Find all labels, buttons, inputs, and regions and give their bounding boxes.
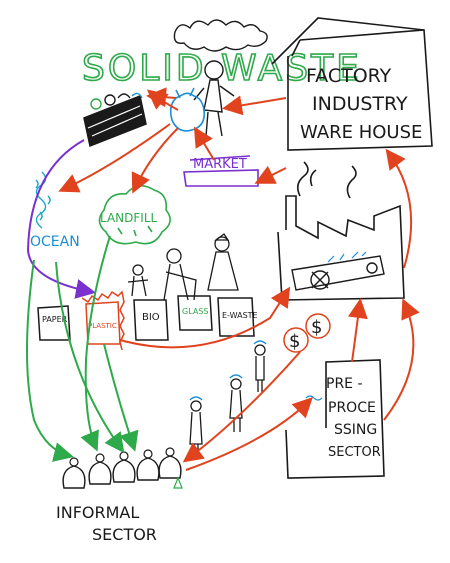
- conveyor-items: [327, 251, 367, 263]
- picker-heads: [69, 447, 175, 467]
- arrow-informal-to-preproc: [185, 397, 313, 471]
- red-flow-arrows: [58, 87, 420, 471]
- informal-sector-line-2: SECTOR: [92, 525, 157, 544]
- arrow-bag-to-landfill: [131, 127, 179, 194]
- arrow-coin-to-informal: [182, 351, 301, 463]
- market-sign: [183, 155, 259, 187]
- dollar-sign-2: $: [311, 317, 322, 338]
- arrow-preproc-to-factory: [347, 298, 368, 363]
- factory-warehouse-box: [271, 17, 433, 151]
- bin-glass: [177, 295, 213, 331]
- conveyor-belt: [291, 255, 385, 291]
- factory-building: [277, 161, 405, 301]
- arrow-bins-to-informal: [103, 343, 139, 452]
- cloud-scribble: [173, 19, 268, 52]
- title-text: SOLID WASTE: [82, 48, 362, 89]
- person-with-bag-figure: [193, 60, 235, 137]
- trash-bin-icon: [83, 92, 147, 148]
- preprocessing-line-2: PROCE: [328, 400, 376, 416]
- preprocessing-line-3: SSING: [334, 422, 377, 438]
- people-group-figures: [127, 233, 239, 301]
- preprocessing-scribble: [305, 395, 323, 401]
- preprocessing-line-4: SECTOR: [328, 445, 381, 460]
- worker-hats: [189, 340, 267, 401]
- arrow-ocean-to-informal-b: [55, 261, 125, 454]
- factory-line-3: WARE HOUSE: [300, 122, 422, 143]
- arrow-ocean-to-informal-a: [26, 259, 74, 462]
- arrow-landfill-to-informal: [80, 235, 111, 452]
- arrow-factory-loop: [385, 148, 413, 269]
- bin-bio: [133, 299, 169, 341]
- dollar-coins: [283, 313, 331, 353]
- ocean-label: OCEAN: [30, 234, 80, 250]
- factory-line-2: INDUSTRY: [312, 93, 408, 115]
- informal-sector-line-1: INFORMAL: [56, 503, 139, 522]
- arrow-bag-to-bin: [146, 89, 179, 111]
- arrow-preproc-to-factory-right: [383, 298, 420, 421]
- bin-plastic-label: PLASTIC: [88, 322, 117, 330]
- arrow-factory-to-person: [222, 95, 287, 116]
- dollar-sign-1: $: [289, 331, 300, 352]
- preprocessing-building: [285, 359, 385, 479]
- picker-bottle-icon: [173, 476, 183, 489]
- arrow-person-to-bin: [146, 87, 177, 108]
- arrow-plastic-to-factory: [119, 286, 291, 349]
- bin-ewaste-label: E-WASTE: [222, 311, 258, 320]
- factory-line-1: FACTORY: [306, 65, 392, 87]
- arrow-bag-to-ocean: [58, 123, 171, 193]
- ocean-waves: [35, 171, 51, 229]
- bin-glass-label: GLASS: [182, 307, 208, 316]
- preprocessing-line-1: PRE -: [326, 376, 363, 392]
- bin-bio-label: BIO: [142, 312, 160, 323]
- garbage-bag-icon: [169, 87, 206, 132]
- green-flow-arrows: [26, 235, 139, 462]
- landfill-label: LANDFILL: [100, 211, 158, 225]
- bin-paper-label: PAPER: [42, 315, 68, 324]
- informal-sector-pickers: [62, 455, 182, 489]
- market-label: MARKET: [193, 157, 247, 172]
- bin-ewaste: [217, 297, 255, 337]
- landfill-mound: [98, 185, 171, 245]
- arrow-factory-to-market: [254, 165, 287, 184]
- arrow-market-to-bag: [193, 126, 215, 161]
